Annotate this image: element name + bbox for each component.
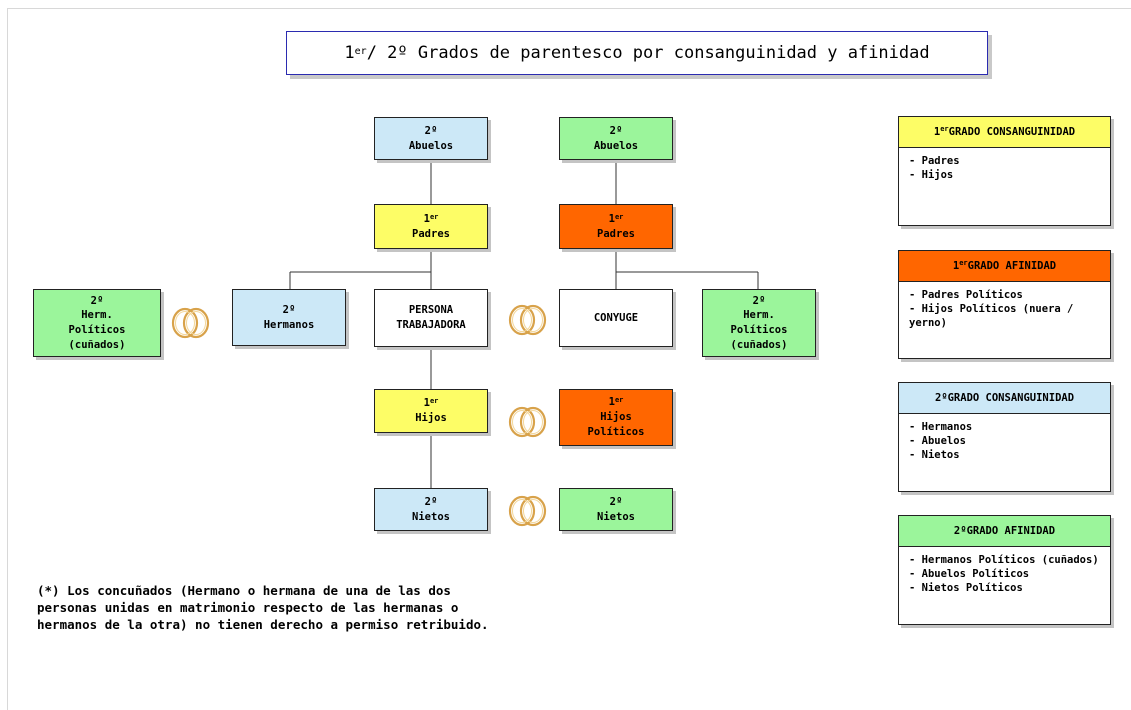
- node-herm-politicos-right: 2º Herm. Políticos (cuñados): [702, 289, 816, 357]
- node-label: Nietos: [597, 510, 635, 523]
- node-label: Políticos: [730, 324, 788, 336]
- node-label: Padres: [412, 227, 450, 240]
- node-nietos-consanguinidad: 2º Nietos: [374, 488, 488, 531]
- node-abuelos-afinidad: 2º Abuelos: [559, 117, 673, 160]
- legend-item: - Abuelos: [909, 435, 966, 448]
- node-abuelos-consanguinidad: 2º Abuelos: [374, 117, 488, 160]
- legend-2-afinidad: 2º GRADO AFINIDAD - Hermanos Políticos (…: [898, 515, 1111, 625]
- title-sup: er: [354, 45, 367, 57]
- node-label: Herm.: [81, 309, 113, 322]
- node-degree: 1er: [423, 212, 439, 225]
- title-prefix: 1: [344, 43, 355, 63]
- legend-item: - Padres: [909, 155, 960, 167]
- legend-item: - Hermanos: [909, 421, 973, 433]
- node-label: Abuelos: [408, 139, 454, 152]
- wedding-rings-icon: [508, 495, 547, 527]
- node-degree: 2º: [424, 124, 438, 137]
- node-label: Hijos: [600, 411, 632, 424]
- node-degree: 1er: [608, 396, 624, 409]
- node-hijos: 1er Hijos: [374, 389, 488, 433]
- legend-item: - Nietos Políticos: [909, 582, 1023, 595]
- wedding-rings-icon: [171, 307, 210, 339]
- legend-list: - Padres - Hijos: [899, 148, 1110, 188]
- node-persona-trabajadora: PERSONA TRABAJADORA: [374, 289, 488, 347]
- node-degree: 2º: [752, 294, 766, 307]
- node-padres-consanguinidad: 1er Padres: [374, 204, 488, 249]
- legend-item: - Hijos: [909, 169, 954, 182]
- legend-item: - Hermanos Políticos (cuñados): [909, 554, 1099, 566]
- node-label: PERSONA: [408, 304, 454, 317]
- node-degree: 2º: [90, 294, 104, 307]
- node-label: Políticos: [587, 425, 645, 438]
- node-label: Hermanos: [263, 318, 315, 331]
- legend-list: - Hermanos Políticos (cuñados) - Abuelos…: [899, 547, 1110, 602]
- node-degree: 1er: [608, 212, 624, 225]
- legend-item: - Padres Políticos: [909, 289, 1023, 301]
- wedding-rings-icon: [508, 304, 547, 336]
- node-degree: 2º: [609, 124, 623, 137]
- footnote-concunados: (*) Los concuñados (Hermano o hermana de…: [37, 583, 489, 632]
- node-label: (cuñados): [68, 338, 126, 351]
- legend-item: - Hijos Políticos (nuera / yerno): [909, 303, 1074, 330]
- node-label: TRABAJADORA: [396, 319, 466, 331]
- legend-list: - Padres Políticos - Hijos Políticos (nu…: [899, 282, 1110, 337]
- node-conyuge: CONYUGE: [559, 289, 673, 347]
- page-frame: [7, 8, 1131, 710]
- node-degree: 2º: [282, 303, 296, 316]
- node-herm-politicos-left: 2º Herm. Políticos (cuñados): [33, 289, 161, 357]
- node-padres-afinidad: 1er Padres: [559, 204, 673, 249]
- node-label: Padres: [597, 227, 635, 240]
- legend-header: 2º GRADO CONSANGUINIDAD: [899, 383, 1110, 414]
- node-degree: 2º: [424, 495, 438, 508]
- title-text: / 2º Grados de parentesco por consanguin…: [366, 43, 930, 63]
- node-label: (cuñados): [730, 338, 788, 351]
- node-hermanos: 2º Hermanos: [232, 289, 346, 346]
- node-label: CONYUGE: [593, 311, 639, 324]
- legend-list: - Hermanos - Abuelos - Nietos: [899, 414, 1110, 469]
- wedding-rings-icon: [508, 406, 547, 438]
- legend-item: - Nietos: [909, 449, 960, 462]
- node-label: Nietos: [412, 510, 450, 523]
- node-degree: 2º: [609, 495, 623, 508]
- node-label: Herm.: [743, 309, 775, 322]
- node-degree: 1er: [423, 397, 439, 410]
- node-label: Hijos: [415, 412, 447, 424]
- legend-header: 2º GRADO AFINIDAD: [899, 516, 1110, 547]
- node-hijos-politicos: 1er Hijos Políticos: [559, 389, 673, 446]
- legend-item: - Abuelos Políticos: [909, 568, 1030, 581]
- node-label: Políticos: [68, 324, 126, 336]
- node-label: Abuelos: [593, 139, 639, 152]
- node-nietos-afinidad: 2º Nietos: [559, 488, 673, 531]
- legend-2-consanguinidad: 2º GRADO CONSANGUINIDAD - Hermanos - Abu…: [898, 382, 1111, 492]
